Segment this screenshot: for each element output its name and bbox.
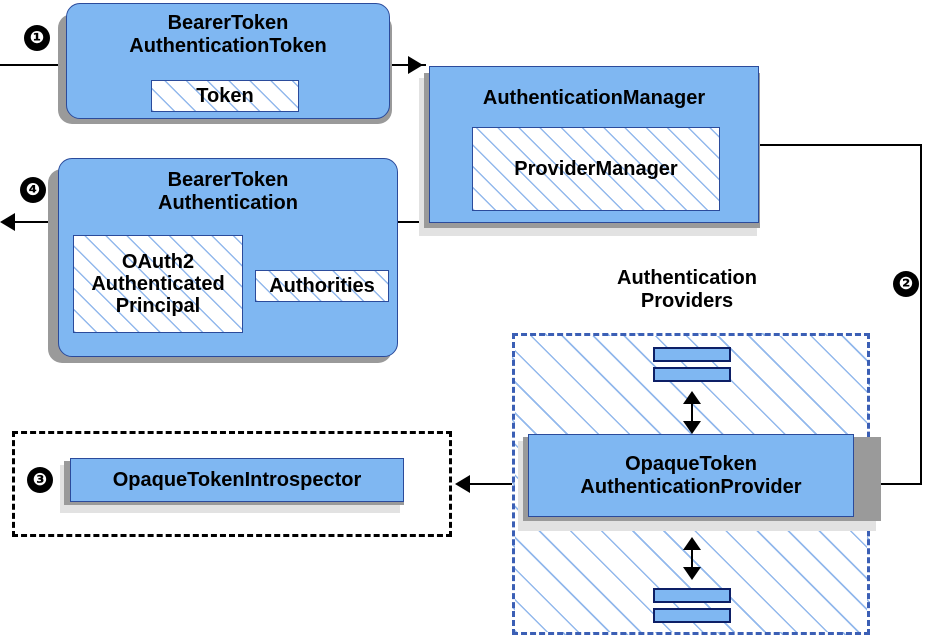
node-opaque-token-introspector-title: OpaqueTokenIntrospector	[112, 468, 362, 491]
node-bearer-token-authentication-token[interactable]: BearerToken AuthenticationToken Token	[66, 3, 390, 119]
inner-authorities-label: Authorities	[269, 275, 375, 297]
node-opaque-token-authentication-provider[interactable]: OpaqueToken AuthenticationProvider	[528, 434, 854, 517]
node-bearer-token-authentication-token-title: BearerToken AuthenticationToken	[129, 12, 327, 57]
step-badge-1: ❶	[24, 25, 50, 51]
node-opaque-token-authentication-provider-title: OpaqueToken AuthenticationProvider	[580, 452, 802, 498]
arrowhead-provider-link-top-up	[683, 391, 701, 404]
inner-provider-manager[interactable]: ProviderManager	[472, 127, 720, 211]
line-manager-to-provider-bottom	[862, 483, 922, 485]
line-manager-to-provider-down	[920, 144, 922, 484]
arrowhead-step4-out	[0, 213, 15, 231]
provider-stack-bar-bottom-1	[653, 588, 731, 603]
arrowhead-token-to-manager	[408, 56, 423, 74]
arrowhead-provider-link-bottom-down	[683, 567, 701, 580]
step-badge-2: ❷	[893, 271, 919, 297]
node-bearer-token-authentication-title: BearerToken Authentication	[158, 169, 298, 214]
authentication-providers-caption: Authentication Providers	[617, 267, 757, 312]
provider-stack-bar-top-1	[653, 347, 731, 362]
inner-authorities[interactable]: Authorities	[255, 270, 389, 302]
step-badge-4: ❹	[20, 177, 46, 203]
line-manager-to-provider-top	[758, 144, 922, 146]
node-opaque-token-introspector[interactable]: OpaqueTokenIntrospector	[70, 458, 404, 502]
provider-stack-bar-top-2	[653, 367, 731, 382]
inner-oauth2-authenticated-principal-label: OAuth2 Authenticated Principal	[91, 251, 225, 317]
step-badge-3: ❸	[27, 467, 53, 493]
arrowhead-provider-link-top-down	[683, 421, 701, 434]
arrowhead-into-introspector	[455, 475, 470, 493]
provider-stack-bar-bottom-2	[653, 608, 731, 623]
line-step4-out	[8, 221, 70, 223]
inner-token[interactable]: Token	[151, 80, 299, 112]
node-bearer-token-authentication[interactable]: BearerToken Authentication OAuth2 Authen…	[58, 158, 398, 357]
node-authentication-manager-title: AuthenticationManager	[482, 87, 706, 109]
inner-oauth2-authenticated-principal[interactable]: OAuth2 Authenticated Principal	[73, 235, 243, 333]
inner-provider-manager-label: ProviderManager	[514, 158, 678, 180]
line-token-to-manager	[388, 64, 426, 66]
node-authentication-manager[interactable]: AuthenticationManager ProviderManager	[429, 66, 759, 223]
line-manager-to-authentication	[398, 221, 432, 223]
line-provider-to-introspector	[470, 483, 528, 485]
line-step1-in	[0, 64, 70, 66]
line-provider-link-top	[691, 394, 693, 432]
line-provider-link-bottom	[691, 540, 693, 578]
arrowhead-provider-link-bottom-up	[683, 537, 701, 550]
inner-token-label: Token	[196, 85, 254, 107]
